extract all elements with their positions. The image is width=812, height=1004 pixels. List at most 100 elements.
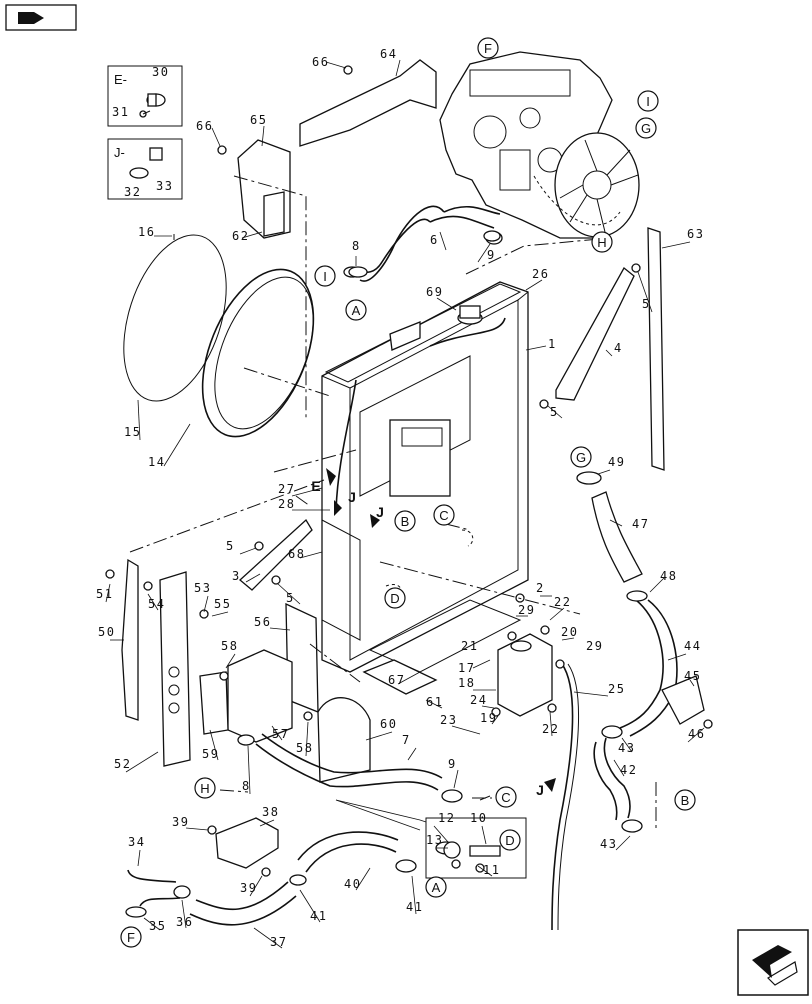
callout-i[interactable]: I — [323, 269, 327, 284]
part-label-9-2[interactable]: 9 — [448, 757, 457, 771]
callout-circle-h[interactable] — [194, 777, 216, 799]
part-label-54[interactable]: 54 — [148, 597, 165, 611]
part-label-62[interactable]: 62 — [232, 229, 249, 243]
nav-back-button[interactable] — [5, 4, 77, 31]
part-label-23[interactable]: 23 — [440, 713, 457, 727]
nav-next-button[interactable] — [737, 929, 809, 996]
part-label-55[interactable]: 55 — [214, 597, 231, 611]
part-label-57[interactable]: 57 — [272, 727, 289, 741]
part-label-67[interactable]: 67 — [388, 673, 405, 687]
part-label-29-1[interactable]: 29 — [518, 603, 535, 617]
part-label-28[interactable]: 28 — [278, 497, 295, 511]
part-label-9-1[interactable]: 9 — [487, 248, 496, 262]
callout-f[interactable]: F — [484, 41, 492, 56]
part-label-56[interactable]: 56 — [254, 615, 271, 629]
part-label-17[interactable]: 17 — [458, 661, 475, 675]
part-label-15[interactable]: 15 — [124, 425, 141, 439]
callout-b[interactable]: B — [401, 514, 410, 529]
part-label-39-2[interactable]: 39 — [240, 881, 257, 895]
part-label-46[interactable]: 46 — [688, 727, 705, 741]
part-label-2[interactable]: 2 — [536, 581, 545, 595]
callout-circle-b[interactable] — [394, 510, 416, 532]
part-label-41-1[interactable]: 41 — [310, 909, 327, 923]
part-label-27[interactable]: 27 — [278, 482, 295, 496]
part-label-3[interactable]: 3 — [232, 569, 241, 583]
callout-circle-d[interactable] — [499, 829, 521, 851]
part-label-50[interactable]: 50 — [98, 625, 115, 639]
part-label-43-2[interactable]: 43 — [600, 837, 617, 851]
callout-circle-c[interactable] — [495, 786, 517, 808]
part-label-6[interactable]: 6 — [430, 233, 439, 247]
part-label-24[interactable]: 24 — [470, 693, 487, 707]
callout-h[interactable]: H — [597, 235, 606, 250]
part-label-60[interactable]: 60 — [380, 717, 397, 731]
part-label-5-4[interactable]: 5 — [642, 297, 651, 311]
part-label-4[interactable]: 4 — [614, 341, 623, 355]
part-label-42[interactable]: 42 — [620, 763, 637, 777]
part-label-40[interactable]: 40 — [344, 877, 361, 891]
part-label-8-2[interactable]: 8 — [242, 779, 251, 793]
callout-circle-i[interactable] — [637, 90, 659, 112]
callout-circle-a[interactable] — [345, 299, 367, 321]
part-label-34[interactable]: 34 — [128, 835, 145, 849]
part-label-5-2[interactable]: 5 — [286, 591, 295, 605]
callout-a[interactable]: A — [352, 303, 361, 318]
callout-circle-f[interactable] — [120, 926, 142, 948]
part-label-58-1[interactable]: 58 — [221, 639, 238, 653]
callout-a[interactable]: A — [432, 880, 441, 895]
part-label-5-1[interactable]: 5 — [226, 539, 235, 553]
callout-f[interactable]: F — [127, 930, 135, 945]
part-label-16[interactable]: 16 — [138, 225, 155, 239]
part-label-8-1[interactable]: 8 — [352, 239, 361, 253]
part-label-37[interactable]: 37 — [270, 935, 287, 949]
part-label-29-2[interactable]: 29 — [586, 639, 603, 653]
callout-circle-b[interactable] — [674, 789, 696, 811]
part-label-5-3[interactable]: 5 — [550, 405, 559, 419]
callout-circle-f[interactable] — [477, 37, 499, 59]
callout-h[interactable]: H — [200, 781, 209, 796]
callout-g[interactable]: G — [641, 121, 651, 136]
part-label-69[interactable]: 69 — [426, 285, 443, 299]
part-label-12[interactable]: 12 — [438, 811, 455, 825]
part-label-44[interactable]: 44 — [684, 639, 701, 653]
part-label-14[interactable]: 14 — [148, 455, 165, 469]
part-label-41-2[interactable]: 41 — [406, 900, 423, 914]
part-label-13[interactable]: 13 — [426, 833, 443, 847]
part-label-1[interactable]: 1 — [548, 337, 557, 351]
part-label-59[interactable]: 59 — [202, 747, 219, 761]
part-label-26[interactable]: 26 — [532, 267, 549, 281]
part-label-45[interactable]: 45 — [684, 669, 701, 683]
part-label-25[interactable]: 25 — [608, 682, 625, 696]
part-label-66-1[interactable]: 66 — [312, 55, 329, 69]
part-label-22-2[interactable]: 22 — [542, 722, 559, 736]
part-label-65[interactable]: 65 — [250, 113, 267, 127]
callout-circle-d[interactable] — [384, 587, 406, 609]
part-label-48[interactable]: 48 — [660, 569, 677, 583]
part-label-61[interactable]: 61 — [426, 695, 443, 709]
part-label-22-1[interactable]: 22 — [554, 595, 571, 609]
callout-circle-c[interactable] — [433, 504, 455, 526]
part-label-35[interactable]: 35 — [149, 919, 166, 933]
callout-circle-g[interactable] — [570, 446, 592, 468]
callout-g[interactable]: G — [576, 450, 586, 465]
part-label-11[interactable]: 11 — [483, 863, 500, 877]
callout-circle-g[interactable] — [635, 117, 657, 139]
part-label-68[interactable]: 68 — [288, 547, 305, 561]
callout-b[interactable]: B — [681, 793, 690, 808]
callout-circle-i[interactable] — [314, 265, 336, 287]
part-label-21[interactable]: 21 — [461, 639, 478, 653]
part-label-63[interactable]: 63 — [687, 227, 704, 241]
callout-d[interactable]: D — [390, 591, 399, 606]
part-label-18[interactable]: 18 — [458, 676, 475, 690]
part-label-38[interactable]: 38 — [262, 805, 279, 819]
part-label-19[interactable]: 19 — [480, 711, 497, 725]
callout-i[interactable]: I — [646, 94, 650, 109]
part-label-49[interactable]: 49 — [608, 455, 625, 469]
callout-c[interactable]: C — [501, 790, 510, 805]
part-label-36[interactable]: 36 — [176, 915, 193, 929]
callout-circle-h[interactable] — [591, 231, 613, 253]
part-label-52[interactable]: 52 — [114, 757, 131, 771]
part-label-53[interactable]: 53 — [194, 581, 211, 595]
part-label-20[interactable]: 20 — [561, 625, 578, 639]
callout-d[interactable]: D — [505, 833, 514, 848]
